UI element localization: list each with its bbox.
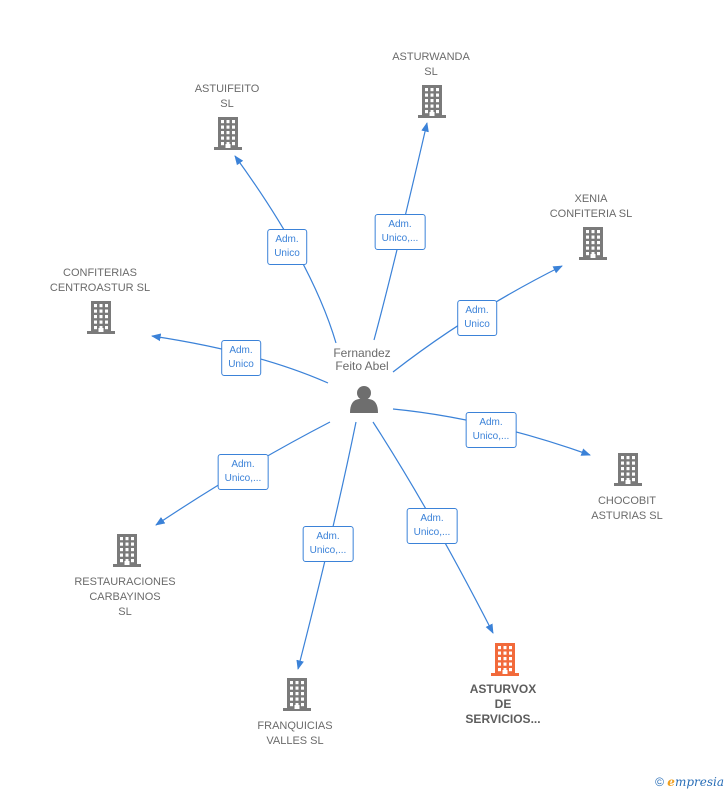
role-label-asturvox[interactable]: Adm. Unico,... [406, 508, 458, 544]
company-name-franquicias[interactable]: FRANQUICIAS VALLES SL [257, 720, 333, 747]
building-icon-restauraciones[interactable] [113, 534, 141, 567]
building-icon-asturvox[interactable] [491, 643, 519, 676]
company-name-restauraciones[interactable]: RESTAURACIONES CARBAYINOS SL [74, 576, 176, 618]
building-icon-asturwanda[interactable] [418, 85, 446, 118]
company-name-confiterias[interactable]: CONFITERIAS CENTROASTUR SL [49, 267, 151, 294]
role-label-restauraciones[interactable]: Adm. Unico,... [217, 454, 269, 490]
copyright-symbol: © [655, 775, 664, 789]
company-name-xenia[interactable]: XENIA CONFITERIA SL [549, 193, 633, 220]
building-icon-confiterias[interactable] [87, 301, 115, 334]
role-label-franquicias[interactable]: Adm. Unico,... [302, 526, 354, 562]
edge-asturwanda [373, 122, 429, 341]
person-name[interactable]: Fernandez Feito Abel [333, 346, 391, 373]
role-label-asturwanda[interactable]: Adm. Unico,... [374, 214, 426, 250]
company-name-chocobit[interactable]: CHOCOBIT ASTURIAS SL [591, 495, 663, 522]
building-icon-franquicias[interactable] [283, 678, 311, 711]
building-icon-astuifeito[interactable] [214, 117, 242, 150]
company-name-asturvox[interactable]: ASTURVOX DE SERVICIOS... [465, 682, 541, 726]
company-name-asturwanda[interactable]: ASTURWANDA SL [392, 51, 470, 78]
building-icon-chocobit[interactable] [614, 453, 642, 486]
brand-name[interactable]: mpresia [674, 775, 724, 789]
role-label-chocobit[interactable]: Adm. Unico,... [465, 412, 517, 448]
company-name-astuifeito[interactable]: ASTUIFEITO SL [194, 83, 260, 110]
brand-footer: © empresia [655, 775, 724, 789]
person-icon[interactable] [350, 386, 378, 413]
role-label-xenia[interactable]: Adm. Unico [457, 300, 497, 336]
brand-initial: e [667, 775, 675, 789]
role-label-confiterias[interactable]: Adm. Unico [221, 340, 261, 376]
building-icon-xenia[interactable] [579, 227, 607, 260]
role-label-astuifeito[interactable]: Adm. Unico [267, 229, 307, 265]
